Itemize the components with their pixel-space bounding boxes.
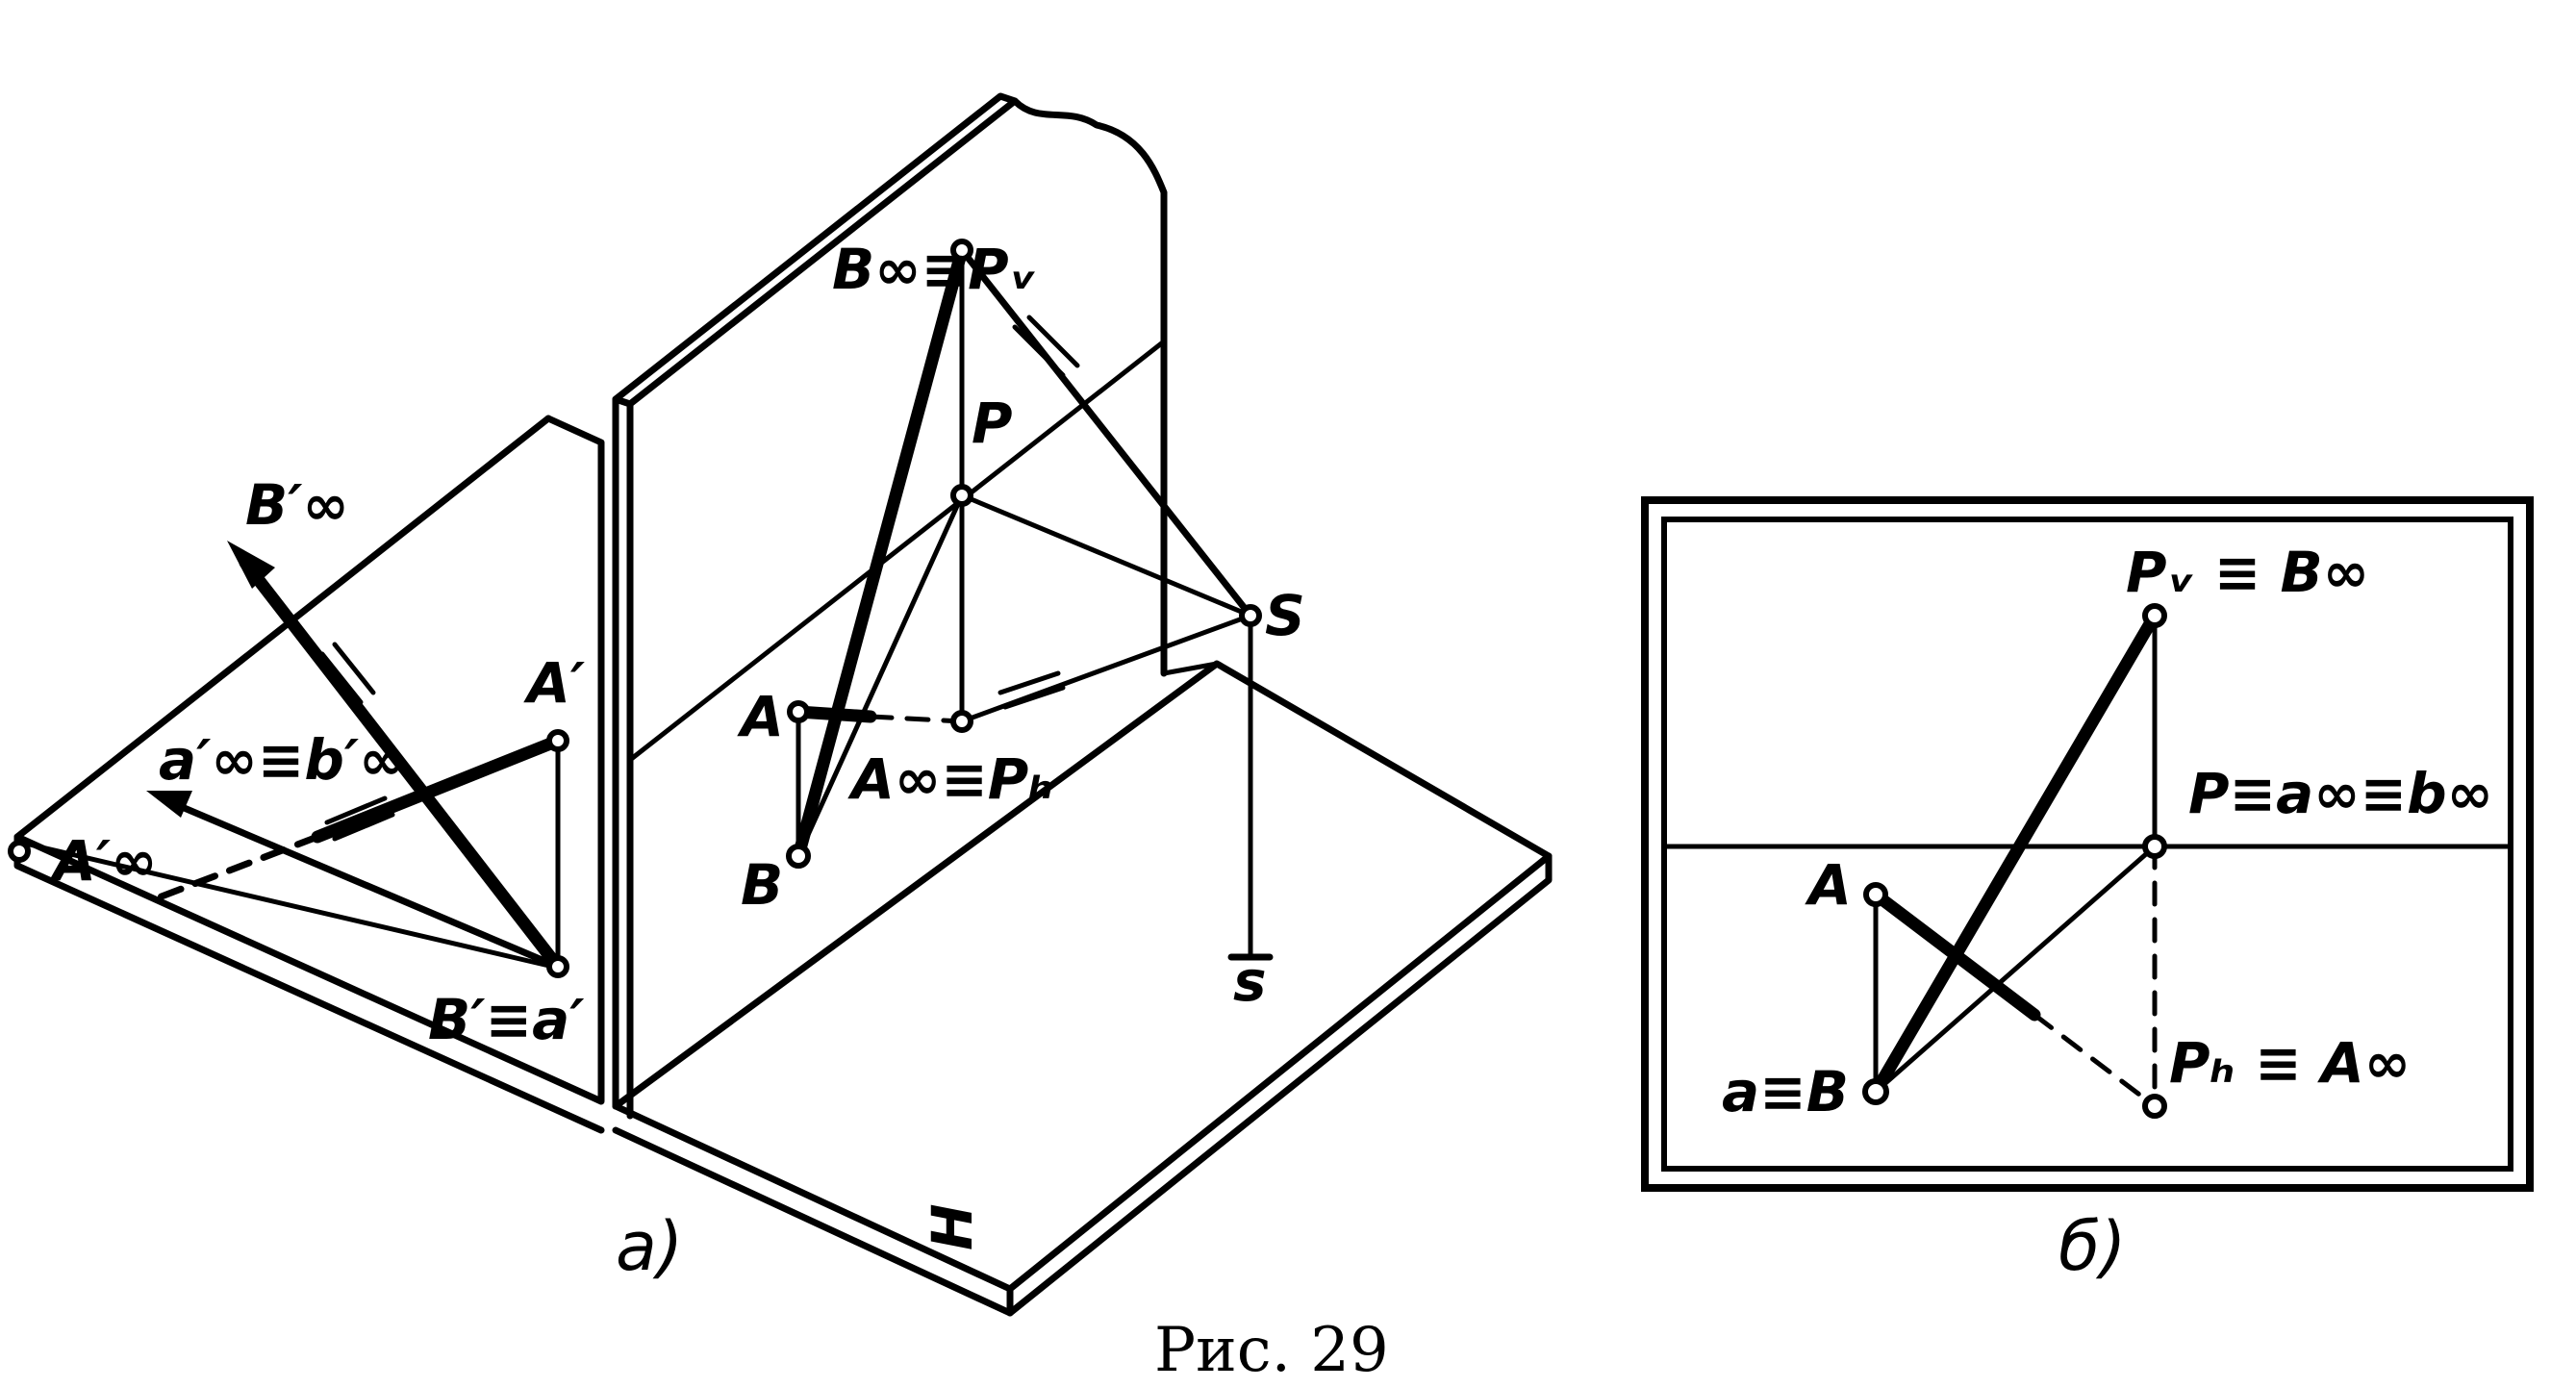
point-a (787, 700, 810, 723)
point-s (1239, 604, 1262, 627)
vertical-plane-v (612, 92, 1168, 1120)
label-b-inf-pv: B∞≡Pᵥ (832, 237, 1037, 302)
label-s: S (1265, 583, 1305, 648)
point-a-inf (950, 710, 973, 733)
label-ab-inf-prime: a′∞≡b′∞ (159, 727, 405, 793)
left-plane (13, 415, 605, 1134)
left-plane-construction (146, 541, 565, 973)
point-b-prime (546, 955, 569, 978)
label-b-inf-prime: B′∞ (245, 472, 349, 538)
projection-lines-a (792, 243, 1274, 961)
label-a-inf-prime: A′∞ (49, 828, 158, 894)
diagram-b: Pᵥ ≡ B∞ P≡a∞≡b∞ A a≡B Pₕ ≡ A∞ б) (1641, 496, 2534, 1286)
point-p (950, 484, 973, 507)
point-b-inf (950, 239, 973, 262)
diagram-a: B∞≡Pᵥ P S A A∞≡Pₕ B s B′∞ A′ a′∞≡b′∞ A′∞… (8, 92, 1553, 1317)
label-a-prime: A′ (523, 650, 585, 716)
label-p-ab: P≡a∞≡b∞ (2188, 761, 2493, 826)
label-p: P (972, 391, 1013, 456)
label-a-b: A (1805, 852, 1852, 918)
label-a-inf-ph: A∞≡Pₕ (847, 746, 1054, 812)
frame-outer (1641, 496, 2534, 1192)
horizontal-plane-h (612, 660, 1553, 1317)
points-a (8, 239, 1262, 978)
point-a-b (1863, 882, 1888, 907)
part-b-label: б) (2058, 1207, 2126, 1286)
part-a-label: а) (616, 1207, 683, 1286)
point-ph-b (2142, 1094, 2167, 1119)
point-b (786, 844, 811, 869)
label-plane-h: H (920, 1203, 985, 1250)
label-a-eq-b: a≡B (1722, 1059, 1849, 1124)
point-p-b (2142, 834, 2167, 859)
label-bprime-aprime: B′≡a′ (428, 987, 585, 1052)
label-pv-binf: Pᵥ ≡ B∞ (2126, 540, 2369, 605)
point-aB-b (1862, 1078, 1889, 1105)
label-ph-ainf: Pₕ ≡ A∞ (2169, 1030, 2411, 1096)
labels-a: B∞≡Pᵥ P S A A∞≡Pₕ B s B′∞ A′ a′∞≡b′∞ A′∞… (49, 237, 1305, 1250)
label-a: A (737, 684, 784, 749)
point-pv (2142, 603, 2167, 628)
label-b: B (741, 852, 783, 918)
figure-caption: Рис. 29 (1154, 1315, 1389, 1386)
point-a-prime (546, 729, 569, 752)
point-a-inf-prime (8, 840, 31, 863)
label-s-small: s (1233, 948, 1267, 1014)
